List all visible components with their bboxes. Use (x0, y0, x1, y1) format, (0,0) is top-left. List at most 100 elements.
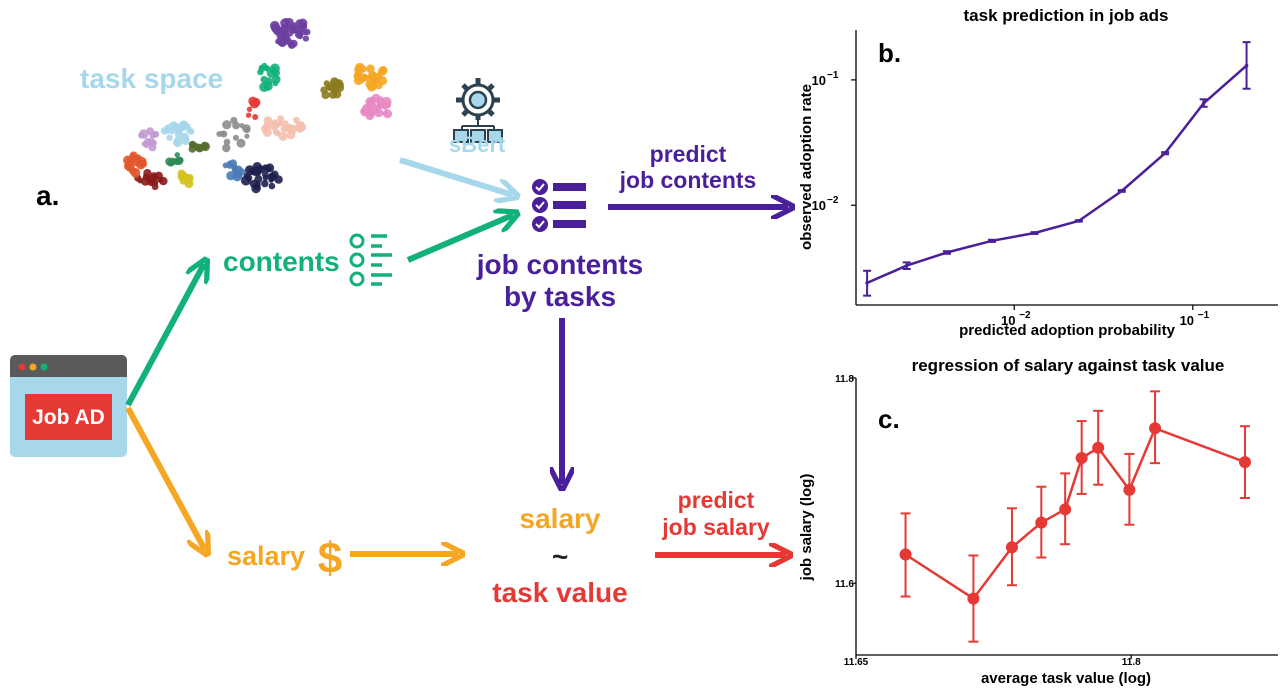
task-point (280, 35, 289, 45)
task-point (366, 81, 377, 92)
task-point (232, 171, 243, 182)
task-point (220, 130, 228, 138)
task-point (148, 143, 157, 152)
task-point (165, 157, 174, 166)
task-point (272, 80, 279, 87)
task-point (150, 174, 158, 181)
task-point (302, 35, 309, 42)
chart-b-point (990, 239, 994, 243)
chart-b-x-tick-exp: −1 (1198, 310, 1210, 321)
task-point (274, 129, 281, 137)
task-point (244, 127, 251, 133)
task-space-scatter (123, 17, 393, 194)
task-point (174, 152, 180, 158)
task-point (234, 165, 243, 174)
task-point (262, 128, 272, 137)
salary-source-label: salary (227, 541, 305, 571)
predict-contents-line1: predict (650, 141, 727, 167)
task-point (143, 169, 152, 178)
task-point (174, 156, 184, 166)
checklist-icon (349, 233, 392, 287)
chart-c-x-tick-label: 11.8 (1122, 657, 1141, 668)
task-point (262, 171, 269, 178)
task-point (222, 120, 232, 130)
salary-eq-salary: salary (520, 503, 601, 534)
task-point (337, 81, 344, 88)
chart-b-point (945, 250, 949, 255)
task-point (366, 64, 375, 74)
panel-c-label: c. (878, 404, 900, 434)
chart-c-point (967, 592, 980, 605)
task-space-label: task space (80, 63, 223, 94)
task-point (222, 143, 231, 153)
task-point (382, 110, 388, 116)
task-point (270, 66, 278, 74)
chart-c-y-tick-label: 11.6 (835, 579, 854, 590)
chart-c-point (1005, 541, 1018, 554)
task-point (180, 132, 189, 141)
task-point (285, 17, 294, 27)
task-point (296, 29, 302, 36)
chart-b-point (904, 263, 909, 268)
task-point (288, 41, 295, 49)
chart-b-y-tick-exp: −2 (827, 195, 839, 206)
task-point (259, 82, 270, 92)
task-point (272, 119, 278, 125)
task-list-icon (532, 179, 586, 232)
task-point (236, 138, 246, 148)
arrow-sbert-to-jobcontents (399, 157, 513, 195)
arrow-jobad-to-salary (125, 406, 205, 550)
chart-c-y-tick-label: 11.8 (835, 374, 854, 385)
chart-c-title: regression of salary against task value (912, 356, 1225, 375)
salary-eq-task-value: task value (492, 577, 627, 608)
task-point (282, 120, 289, 126)
task-point (354, 65, 361, 72)
task-point (385, 102, 392, 109)
task-point (173, 136, 182, 145)
task-point (132, 157, 142, 167)
task-point (268, 177, 274, 183)
job-contents-label-line2: by tasks (504, 281, 616, 312)
panel-b-label: b. (878, 38, 901, 68)
job-contents-label-line1: job contents (476, 249, 643, 280)
chart-b-point (865, 281, 869, 285)
task-point (260, 75, 268, 84)
chart-b-series-line (866, 64, 1248, 285)
task-point (300, 28, 308, 36)
task-point (362, 74, 370, 82)
task-point (299, 124, 306, 131)
chart-b-y-tick-label: 10 (812, 198, 826, 213)
task-point (249, 179, 258, 188)
task-point (248, 168, 254, 174)
task-point (226, 161, 234, 169)
task-point (177, 169, 186, 178)
task-point (277, 115, 285, 123)
task-point (378, 66, 387, 76)
predict-salary-line1: predict (678, 487, 755, 513)
contents-label: contents (223, 246, 340, 277)
salary-eq-tilde: ~ (552, 541, 568, 572)
chart-b-x-tick-label: 10 (1180, 313, 1194, 328)
task-point (375, 81, 383, 90)
task-point (185, 126, 193, 134)
chart-b-x-tick-label: 10 (1001, 313, 1015, 328)
gear-network-icon (453, 78, 503, 143)
task-point (378, 102, 385, 109)
predict-salary-line2: job salary (661, 514, 770, 540)
task-point (286, 130, 296, 140)
task-point (258, 65, 266, 73)
chart-b-point (1077, 219, 1081, 223)
task-point (200, 141, 209, 150)
chart-b-title: task prediction in job ads (964, 6, 1169, 25)
task-point (138, 132, 145, 139)
task-point (273, 26, 282, 36)
task-point (261, 179, 269, 188)
task-point (254, 169, 262, 177)
dollar-icon: $ (318, 534, 342, 583)
chart-b-point (1032, 231, 1037, 235)
chart-c-series-line (904, 426, 1246, 601)
panel-a-label: a. (36, 180, 59, 211)
